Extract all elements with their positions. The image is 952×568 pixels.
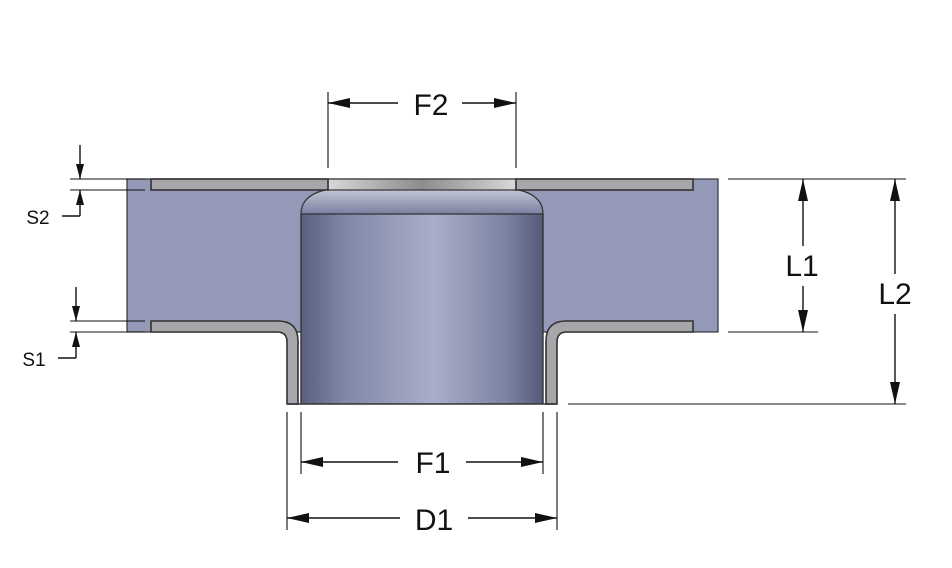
dimension-f1: F1 (300, 412, 544, 480)
label-l1: L1 (785, 250, 818, 283)
bottom-sheet-left (150, 320, 299, 405)
dimension-l2: L2 (568, 178, 912, 405)
dimension-l1: L1 (728, 178, 819, 333)
label-f2: F2 (413, 89, 448, 122)
label-l2: L2 (878, 278, 911, 311)
cylinder-boss (300, 188, 544, 404)
bottom-sheet-right (545, 320, 694, 405)
label-d1: D1 (415, 504, 453, 537)
dimension-f2: F2 (327, 89, 517, 168)
top-sheet-right (515, 178, 694, 191)
label-s2: S2 (26, 208, 49, 229)
label-f1: F1 (415, 447, 450, 480)
label-s1: S1 (22, 350, 45, 371)
dimension-d1: D1 (286, 412, 558, 537)
top-opening-ring (327, 178, 517, 191)
top-sheet-left (150, 178, 329, 191)
dimension-s2: S2 (26, 145, 145, 229)
dimension-s1: S1 (22, 287, 145, 371)
